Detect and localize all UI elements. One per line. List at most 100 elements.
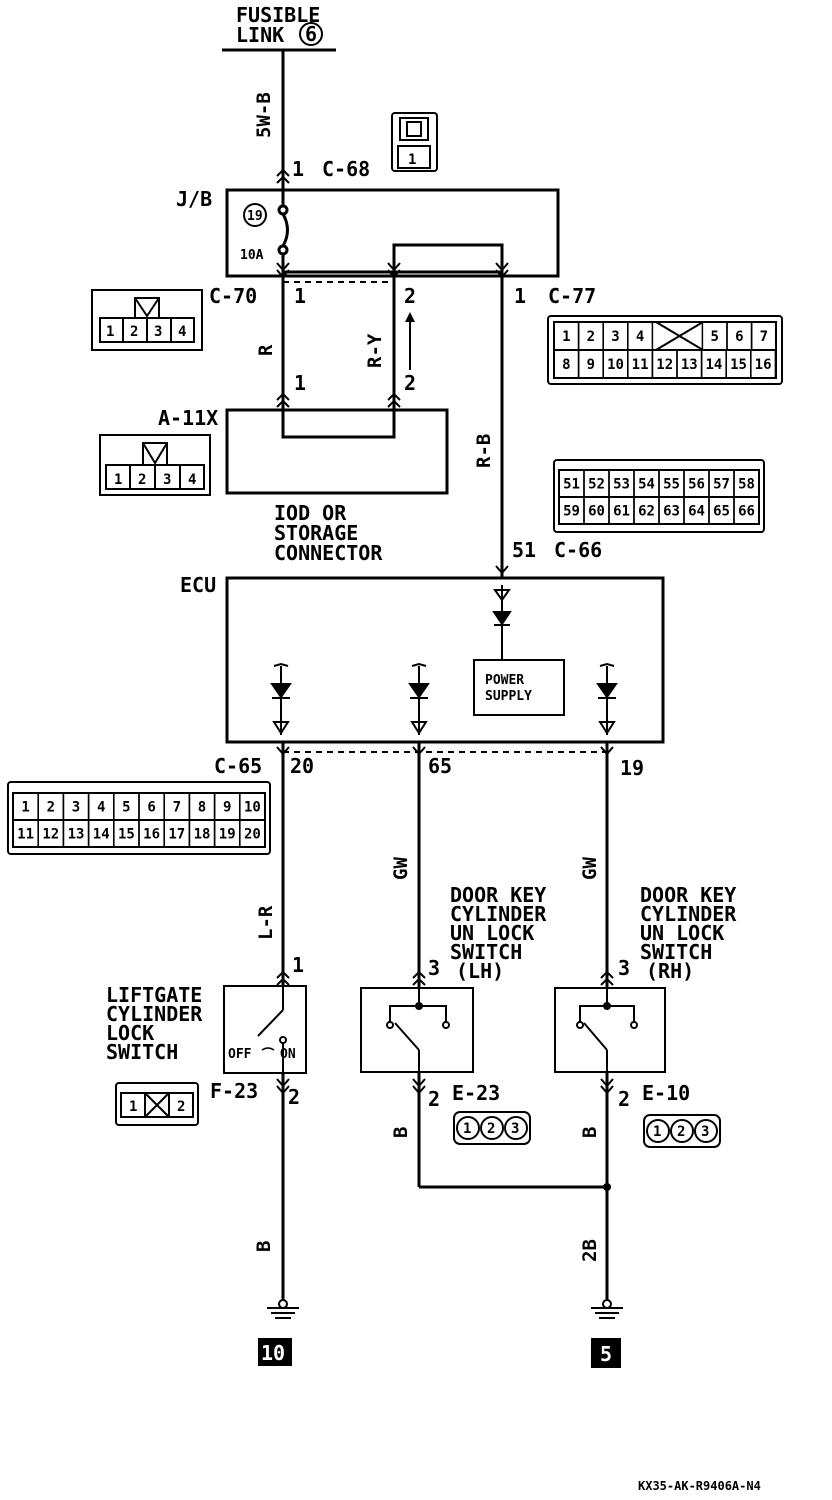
f23-label: F-23 [210,1079,258,1103]
c66-cell-59: 59 [563,504,580,520]
c66-cell-52: 52 [588,477,605,493]
c65-cell-10: 10 [244,800,261,816]
f23-pin-bottom: 2 [288,1085,300,1109]
c65-pin-20: 20 [290,754,314,778]
a11x-cell-4: 4 [188,472,196,488]
power-supply-line2: SUPPLY [485,689,532,704]
power-supply-line1: POWER [485,673,524,688]
liftgate-off-label: OFF [228,1047,252,1062]
c77-cell-15: 15 [730,357,747,373]
f23-cell-1: 1 [129,1099,137,1115]
c66-cell-56: 56 [688,477,705,493]
c65-cell-19: 19 [219,827,236,843]
wire-label-lh-ground: B [390,1127,412,1138]
c77-cell-11: 11 [632,357,649,373]
liftgate-line3: LOCK [106,1021,154,1045]
liftgate-switch-box [223,985,307,1074]
liftgate-line4: SWITCH [106,1040,178,1064]
c77-cell-16: 16 [755,357,772,373]
c77-cell-7: 7 [760,329,768,345]
a11x-pin1: 1 [294,371,306,395]
c66-cell-54: 54 [638,477,655,493]
c65-cell-6: 6 [147,800,155,816]
lh-switch-line4: SWITCH [450,940,522,964]
c66-cell-65: 65 [713,504,730,520]
c70-cell-3: 3 [154,324,162,340]
c65-label: C-65 [214,754,262,778]
c66-cell-box [733,496,760,525]
c65-cell-2: 2 [47,800,55,816]
e23-label: E-23 [452,1081,500,1105]
c66-label: C-66 [554,538,602,562]
f23-cell-2: 2 [177,1099,185,1115]
c77-cell-3: 3 [611,329,619,345]
iod-line3: CONNECTOR [274,541,383,565]
c66-cell-64: 64 [688,504,705,520]
c70-cell-1: 1 [106,324,114,340]
c77-cell-8: 8 [562,357,570,373]
c77-cell-4: 4 [636,329,644,345]
e10-cell-1: 1 [653,1124,661,1140]
a11x-cell-2: 2 [138,472,146,488]
c77-cell-12: 12 [656,357,673,373]
c65-cell-17: 17 [168,827,185,843]
f23-connector-icon [115,1082,199,1126]
lh-switch-line1: DOOR KEY [450,883,546,907]
liftgate-line2: CYLINDER [106,1002,203,1026]
c70-connector-icon [91,289,203,351]
c65-cell-15: 15 [118,827,135,843]
c66-cell-61: 61 [613,504,630,520]
rh-switch-box [554,987,666,1073]
c65-cell-box [239,819,266,848]
c65-pin-65: 65 [428,754,452,778]
e23-cell-1: 1 [463,1121,471,1137]
ecu-label: ECU [180,573,216,597]
c77-pin: 1 [514,284,526,308]
c66-cell-66: 66 [738,504,755,520]
rh-switch-line4: SWITCH [640,940,712,964]
wire-label-rb: R-B [473,434,495,468]
ecu-box [225,576,665,744]
c68-pin: 1 [292,157,304,181]
wire-label-liftgate-ground: B [253,1241,275,1252]
e10-connector-icon [643,1114,721,1148]
c77-cell-5: 5 [710,329,718,345]
lh-switch-line5: (LH) [456,959,504,983]
c77-cell-13: 13 [681,357,698,373]
ground-number-left: 10 [261,1341,285,1365]
ground-number-right: 5 [600,1342,612,1366]
c65-cell-16: 16 [143,827,160,843]
c70-pin1: 1 [294,284,306,308]
e10-cell-2: 2 [677,1124,685,1140]
e10-label: E-10 [642,1081,690,1105]
lh-switch-line3: UN LOCK [450,921,534,945]
wire-label-2b: 2B [579,1239,601,1262]
a11x-cell-3: 3 [163,472,171,488]
c65-cell-18: 18 [194,827,211,843]
lh-switch-box [360,987,474,1073]
footer-code: KX35-AK-R9406A-N4 [638,1479,761,1493]
c66-cell-53: 53 [613,477,630,493]
c66-cell-55: 55 [663,477,680,493]
c66-cell-58: 58 [738,477,755,493]
e10-pin-top: 3 [618,956,630,980]
c66-pin: 51 [512,538,536,562]
c70-pin2: 2 [404,284,416,308]
c66-cell-51: 51 [563,477,580,493]
c68-connector-icon [391,112,438,172]
wire-label-ry: R-Y [364,333,386,368]
c65-cell-13: 13 [68,827,85,843]
c70-cell-4: 4 [178,324,186,340]
c65-cell-5: 5 [122,800,130,816]
c77-cell-box [750,349,777,379]
wire-label-rh-ground: B [579,1127,601,1138]
power-supply-box [473,659,565,716]
c65-cell-14: 14 [93,827,110,843]
e23-pin-bottom: 2 [428,1087,440,1111]
c77-cell-6: 6 [735,329,743,345]
fusible-link-label: LINK [236,23,284,47]
fusible-link-number: 6 [305,22,317,46]
c66-cell-62: 62 [638,504,655,520]
liftgate-line1: LIFTGATE [106,983,202,1007]
